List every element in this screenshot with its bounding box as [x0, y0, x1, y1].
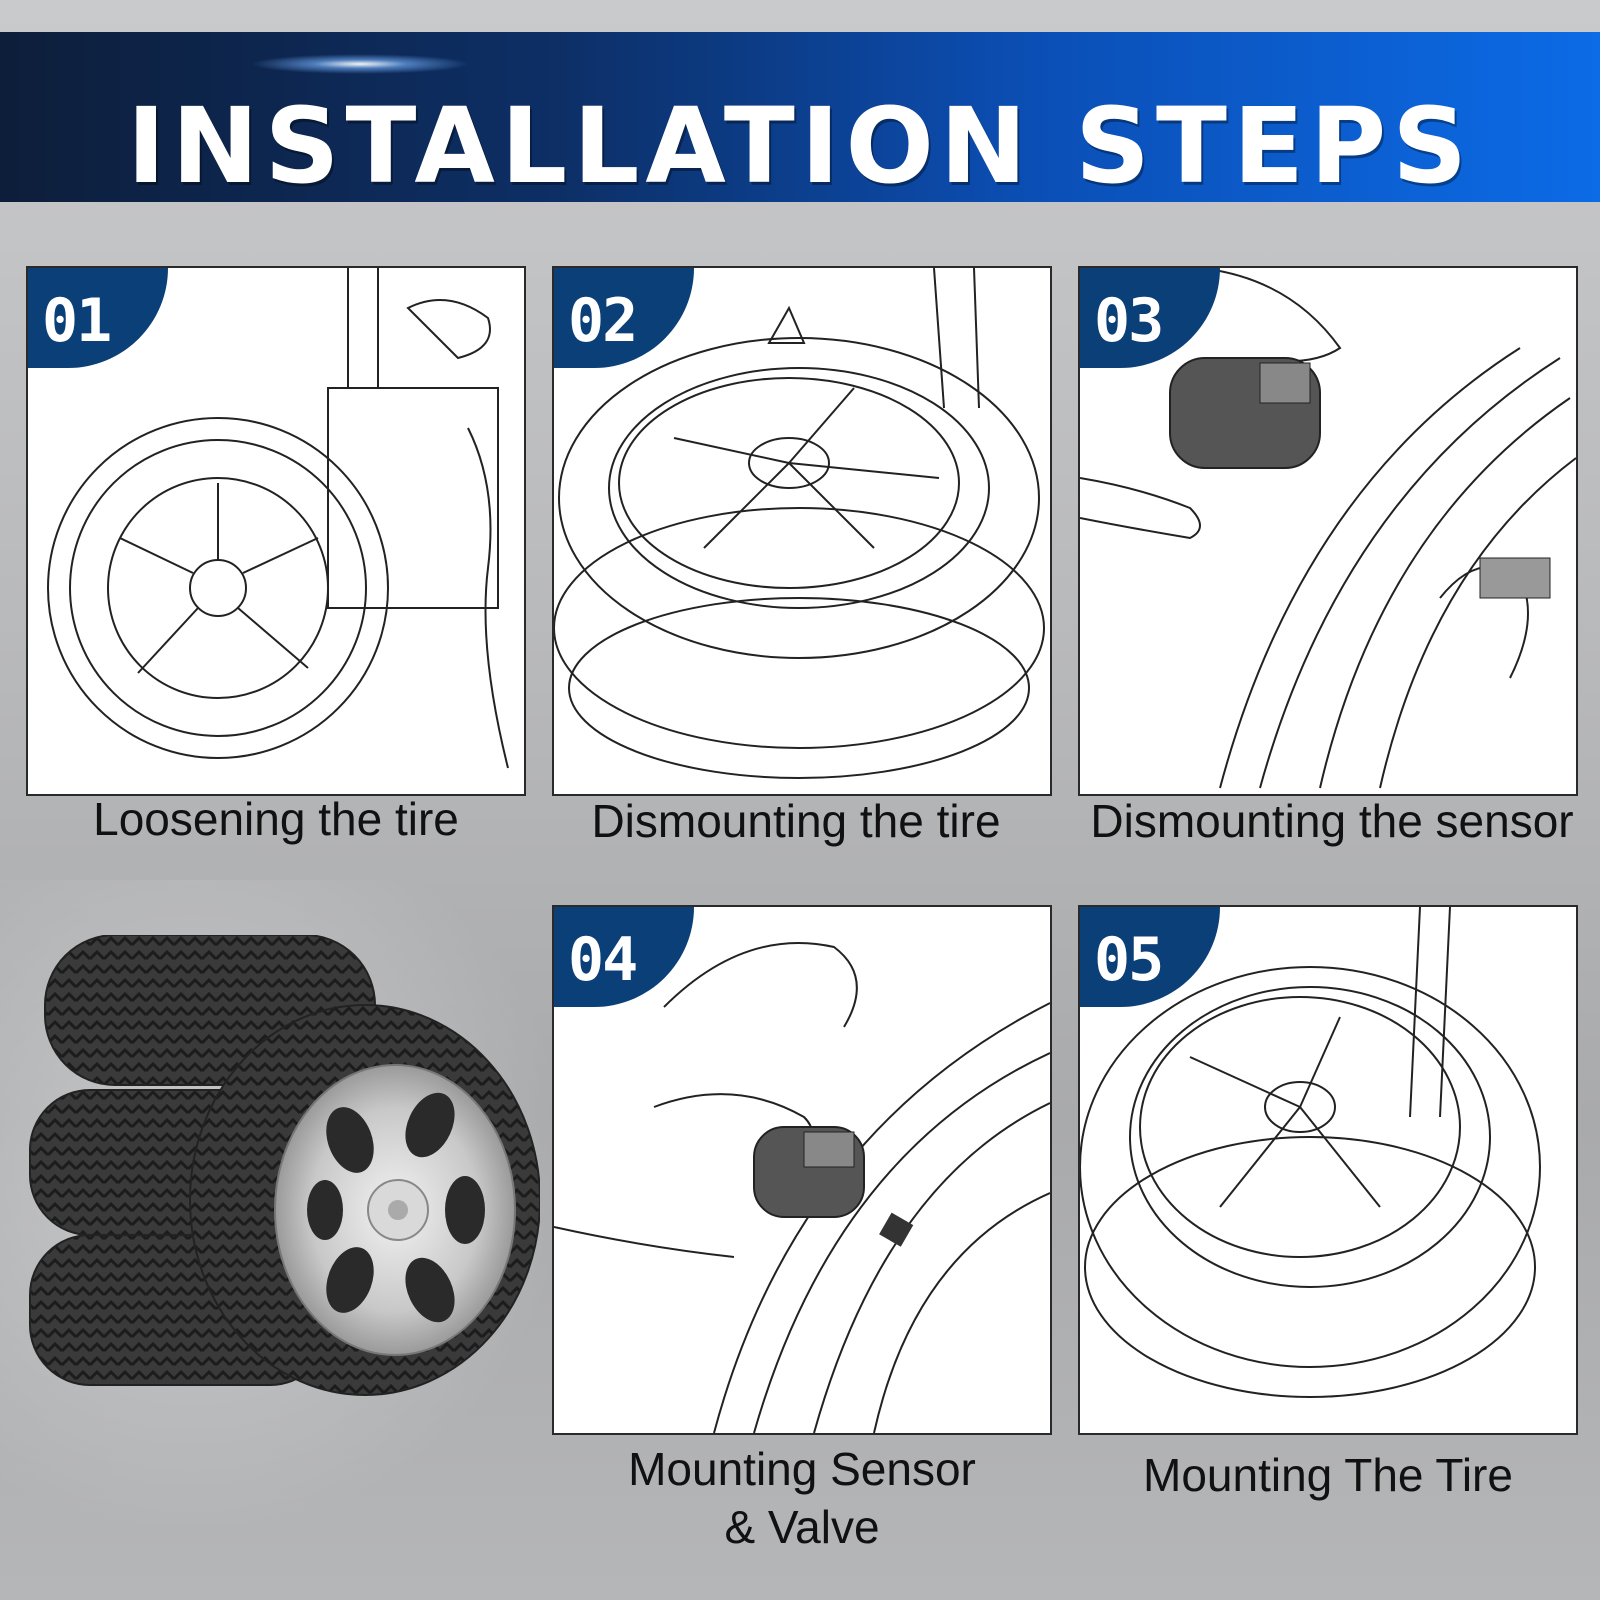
step-02-caption: Dismounting the tire — [591, 795, 1001, 847]
step-number: 04 — [568, 925, 638, 995]
sensor-removal-drawing — [1080, 268, 1576, 789]
step-04-illustration: 04 — [552, 905, 1052, 1435]
step-01-illustration: 01 — [26, 266, 526, 796]
step-badge: 03 — [1080, 268, 1220, 368]
step-05-caption: Mounting The Tire — [1143, 1449, 1513, 1501]
tire-mount-drawing — [1080, 907, 1541, 1398]
step-01-caption: Loosening the tire — [93, 793, 459, 845]
step-number: 01 — [42, 286, 112, 356]
tire-dismount-drawing — [554, 268, 1045, 779]
step-05-illustration: 05 — [1078, 905, 1578, 1435]
step-04-caption-line1: Mounting Sensor — [628, 1443, 976, 1495]
step-03-illustration: 03 — [1078, 266, 1578, 796]
step-03-caption: Dismounting the sensor — [1090, 795, 1574, 847]
page-title: INSTALLATION STEPS — [126, 85, 1474, 207]
step-04-caption: Mounting Sensor & Valve — [552, 1440, 1052, 1556]
sensor-mount-drawing — [554, 942, 1050, 1433]
header-banner: INSTALLATION STEPS — [0, 32, 1600, 202]
step-02-illustration: 02 — [552, 266, 1052, 796]
tire-changer-drawing — [47, 268, 509, 769]
step-number: 02 — [568, 286, 638, 356]
step-number: 03 — [1094, 286, 1164, 356]
lens-flare — [250, 54, 470, 74]
step-04-caption-line2: & Valve — [724, 1501, 880, 1553]
tire-stack-image — [29, 935, 540, 1396]
step-number: 05 — [1094, 925, 1164, 995]
